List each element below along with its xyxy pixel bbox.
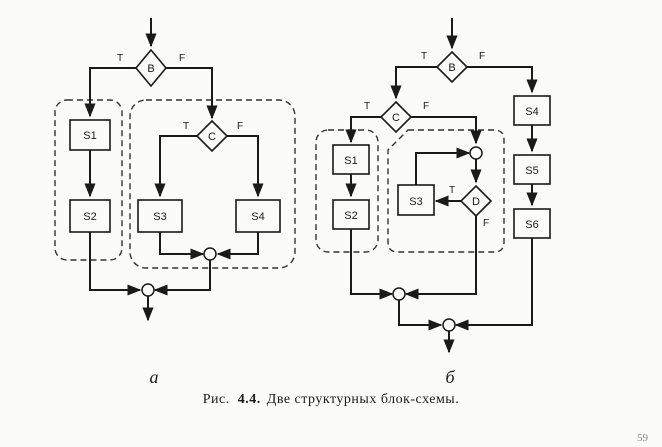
join-c-a — [203, 247, 217, 261]
edge-c-true-a — [154, 135, 197, 198]
statement-s3-b — [397, 184, 435, 216]
region-branch-c — [129, 99, 296, 269]
decision-c-a — [195, 119, 229, 153]
statement-s2-a-label: S2 — [83, 211, 96, 223]
decision-b-a — [134, 48, 168, 88]
diagram-a: B T F S1 S2 C T F S3 S4 а — [54, 18, 296, 387]
figure-caption: Рис. 4.4. Две структурных блок-схемы. — [0, 392, 662, 408]
edge-b-false-a — [166, 67, 218, 120]
decision-d-b-true: T — [449, 185, 455, 196]
decision-b-a-label: B — [147, 63, 154, 75]
decision-b-b — [435, 50, 469, 84]
statement-s1-a — [69, 119, 111, 151]
edge-s4-join-a — [216, 232, 259, 260]
decision-b-b-label: B — [448, 62, 455, 74]
edge-d-false-join — [404, 216, 477, 300]
panel-label-b: б — [445, 367, 455, 387]
diagram-b: B T F C T F S1 S2 D T F S3 — [315, 18, 551, 387]
join-loop-b — [469, 146, 483, 160]
statement-s3-b-label: S3 — [409, 196, 422, 208]
edge-joinc-join-a — [153, 260, 211, 296]
decision-c-b-false: F — [423, 101, 429, 112]
decision-d-b-false: F — [483, 218, 489, 229]
caption-number: 4.4. — [237, 392, 261, 407]
decision-c-a-false: F — [237, 121, 243, 132]
statement-s5-b-label: S5 — [525, 165, 538, 177]
edge-s2-join-a — [89, 232, 142, 296]
statement-s3-a-label: S3 — [153, 211, 166, 223]
flowchart-figure: B T F S1 S2 C T F S3 S4 а — [54, 18, 551, 387]
decision-b-a-true: T — [117, 53, 123, 64]
edge-c-false-a — [227, 135, 264, 198]
statement-s4-a — [235, 199, 281, 233]
statement-s1-b-label: S1 — [344, 155, 357, 167]
edge-s3-join-a — [159, 232, 205, 260]
decision-d-b-label: D — [472, 196, 480, 208]
edge-s6-join-b — [454, 238, 533, 331]
edge-c-true-b — [345, 116, 381, 144]
page-number: 59 — [637, 432, 648, 444]
decision-c-b-label: C — [392, 112, 400, 124]
edge-b-true-a — [84, 67, 136, 118]
statement-s4-a-label: S4 — [251, 211, 264, 223]
decision-c-b-true: T — [364, 101, 370, 112]
statement-s6-b — [513, 208, 551, 239]
statement-s4-b-label: S4 — [525, 106, 538, 118]
edge-c-false-b — [411, 116, 482, 145]
join-c-b — [392, 287, 406, 301]
decision-b-b-false: F — [479, 51, 485, 62]
region-sequence-s1-s2 — [54, 99, 123, 261]
edge-s3-loop-back — [415, 147, 471, 185]
region-loop-d — [387, 129, 505, 253]
decision-b-a-false: F — [179, 53, 185, 64]
statement-s1-a-label: S1 — [83, 130, 96, 142]
edge-s2-join-b — [350, 229, 394, 300]
decision-c-b — [379, 100, 413, 134]
decision-c-a-true: T — [183, 121, 189, 132]
statement-s6-b-label: S6 — [525, 219, 538, 231]
caption-prefix: Рис. — [202, 392, 230, 407]
statement-s1-b — [332, 144, 370, 175]
statement-s2-a — [69, 199, 111, 233]
edge-joinc-joinb-b — [398, 300, 443, 331]
decision-c-a-label: C — [208, 131, 216, 143]
decision-b-b-true: T — [421, 51, 427, 62]
edge-b-true-b — [390, 66, 437, 100]
join-b-a — [141, 283, 155, 297]
region-sequence-s1-s2-b — [315, 129, 379, 253]
statement-s4-b — [513, 95, 551, 126]
panel-label-a: а — [150, 367, 159, 387]
edge-b-false-b — [467, 66, 538, 94]
caption-text: Две структурных блок-схемы. — [266, 392, 460, 407]
statement-s2-b-label: S2 — [344, 210, 357, 222]
join-b-b — [442, 318, 456, 332]
